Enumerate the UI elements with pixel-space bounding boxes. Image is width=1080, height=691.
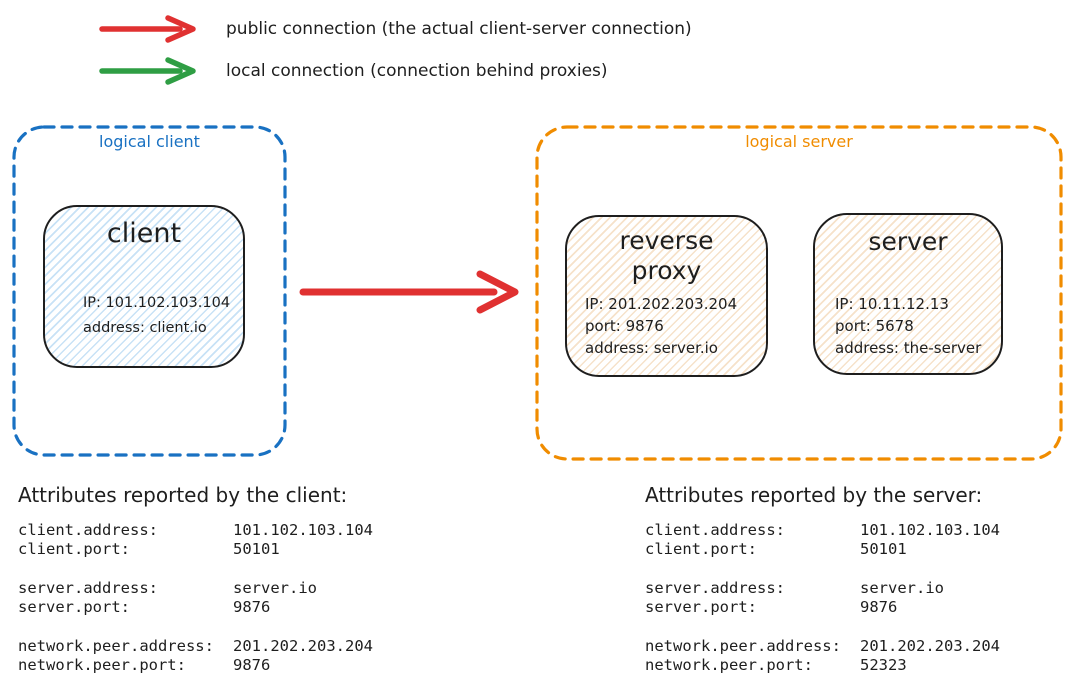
server-attr-group-client: client.address: 101.102.103.104 client.p… [645,521,1065,558]
attr-key: network.peer.address: [18,637,214,655]
attr-key: network.peer.address: [645,637,841,655]
server-port: port: 5678 [835,317,914,335]
attr-row: network.peer.address: 201.202.203.204 [645,637,1065,656]
attr-key: network.peer.port: [645,655,813,674]
reverse-proxy-node: reverse proxy IP: 201.202.203.204 port: … [565,215,768,377]
server-attributes-section: Attributes reported by the server: clien… [645,482,1065,691]
reverse-proxy-address: address: server.io [585,339,718,357]
server-node: server IP: 10.11.12.13 port: 5678 addres… [813,213,1003,375]
public-connection-arrow-icon [99,15,196,43]
attr-key: server.address: [18,579,158,597]
attr-value: 9876 [860,597,898,616]
attr-value: 201.202.203.204 [233,637,373,655]
client-attr-group-server: server.address: server.io server.port: 9… [18,579,438,616]
attr-key: server.port: [645,597,757,616]
attr-row: client.address: 101.102.103.104 [18,521,438,540]
logical-server-frame: logical server reverse proxy IP: 201.202… [535,125,1063,461]
logical-server-dashed-border [535,125,1063,461]
local-connection-arrow-icon [99,57,196,85]
server-attr-group-server: server.address: server.io server.port: 9… [645,579,1065,616]
client-attributes-section: Attributes reported by the client: clien… [18,482,438,691]
reverse-proxy-port: port: 9876 [585,317,664,335]
attr-value: 101.102.103.104 [860,521,1000,539]
attr-value: 52323 [860,655,907,674]
attr-value: 9876 [233,655,271,674]
attr-key: server.address: [645,579,785,597]
legend-label-local-connection: local connection (connection behind prox… [226,61,608,81]
server-node-details: IP: 10.11.12.13 port: 5678 address: the-… [835,293,981,359]
client-attr-group-network-peer: network.peer.address: 201.202.203.204 ne… [18,637,438,674]
attr-value: 50101 [233,539,280,558]
attr-row: server.address: server.io [18,579,438,598]
server-address: address: the-server [835,339,982,357]
client-attributes-heading: Attributes reported by the client: [18,483,348,507]
attr-key: client.port: [18,539,130,558]
attr-row: client.port: 50101 [18,540,438,559]
attr-key: network.peer.port: [18,655,186,674]
logical-server-label: logical server [745,132,853,151]
attr-row: server.address: server.io [645,579,1065,598]
server-attr-group-network-peer: network.peer.address: 201.202.203.204 ne… [645,637,1065,674]
attr-row: client.address: 101.102.103.104 [645,521,1065,540]
client-node: client IP: 101.102.103.104 address: clie… [43,205,245,368]
attr-key: client.address: [18,521,158,539]
reverse-proxy-ip: IP: 201.202.203.204 [585,295,738,313]
attr-value: 201.202.203.204 [860,637,1000,655]
client-address: address: client.io [83,320,207,336]
client-ip: IP: 101.102.103.104 [83,295,231,311]
client-node-title: client [106,218,182,249]
attr-row: network.peer.address: 201.202.203.204 [18,637,438,656]
logical-client-frame: logical client client IP: 101.102.103.10… [12,125,287,457]
attr-row: network.peer.port: 52323 [645,656,1065,675]
attr-row: server.port: 9876 [18,598,438,617]
legend-item-local-connection: local connection (connection behind prox… [98,53,608,89]
server-ip: IP: 10.11.12.13 [835,295,949,313]
server-node-title: server [868,227,948,256]
attr-value: server.io [860,579,944,597]
logical-client-label: logical client [99,132,200,151]
attr-value: 101.102.103.104 [233,521,373,539]
reverse-proxy-node-details: IP: 201.202.203.204 port: 9876 address: … [585,293,737,359]
legend-label-public-connection: public connection (the actual client-ser… [226,19,692,39]
reverse-proxy-title-line1: reverse [619,226,714,255]
client-attr-group-client: client.address: 101.102.103.104 client.p… [18,521,438,558]
reverse-proxy-node-title: reverse proxy [567,226,766,286]
attr-value: 50101 [860,539,907,558]
attr-value: server.io [233,579,317,597]
legend-item-public-connection: public connection (the actual client-ser… [98,11,692,47]
attr-key: client.address: [645,521,785,539]
reverse-proxy-title-line2: proxy [631,256,702,285]
client-node-details: IP: 101.102.103.104 address: client.io [83,291,230,341]
attr-row: server.port: 9876 [645,598,1065,617]
attr-value: 9876 [233,597,271,616]
attr-key: server.port: [18,597,130,616]
attr-row: client.port: 50101 [645,540,1065,559]
client-server-connection-arrow [299,270,519,314]
logical-client-dashed-border [12,125,287,457]
attr-row: network.peer.port: 9876 [18,656,438,675]
server-attributes-heading: Attributes reported by the server: [645,483,983,507]
attr-key: client.port: [645,539,757,558]
